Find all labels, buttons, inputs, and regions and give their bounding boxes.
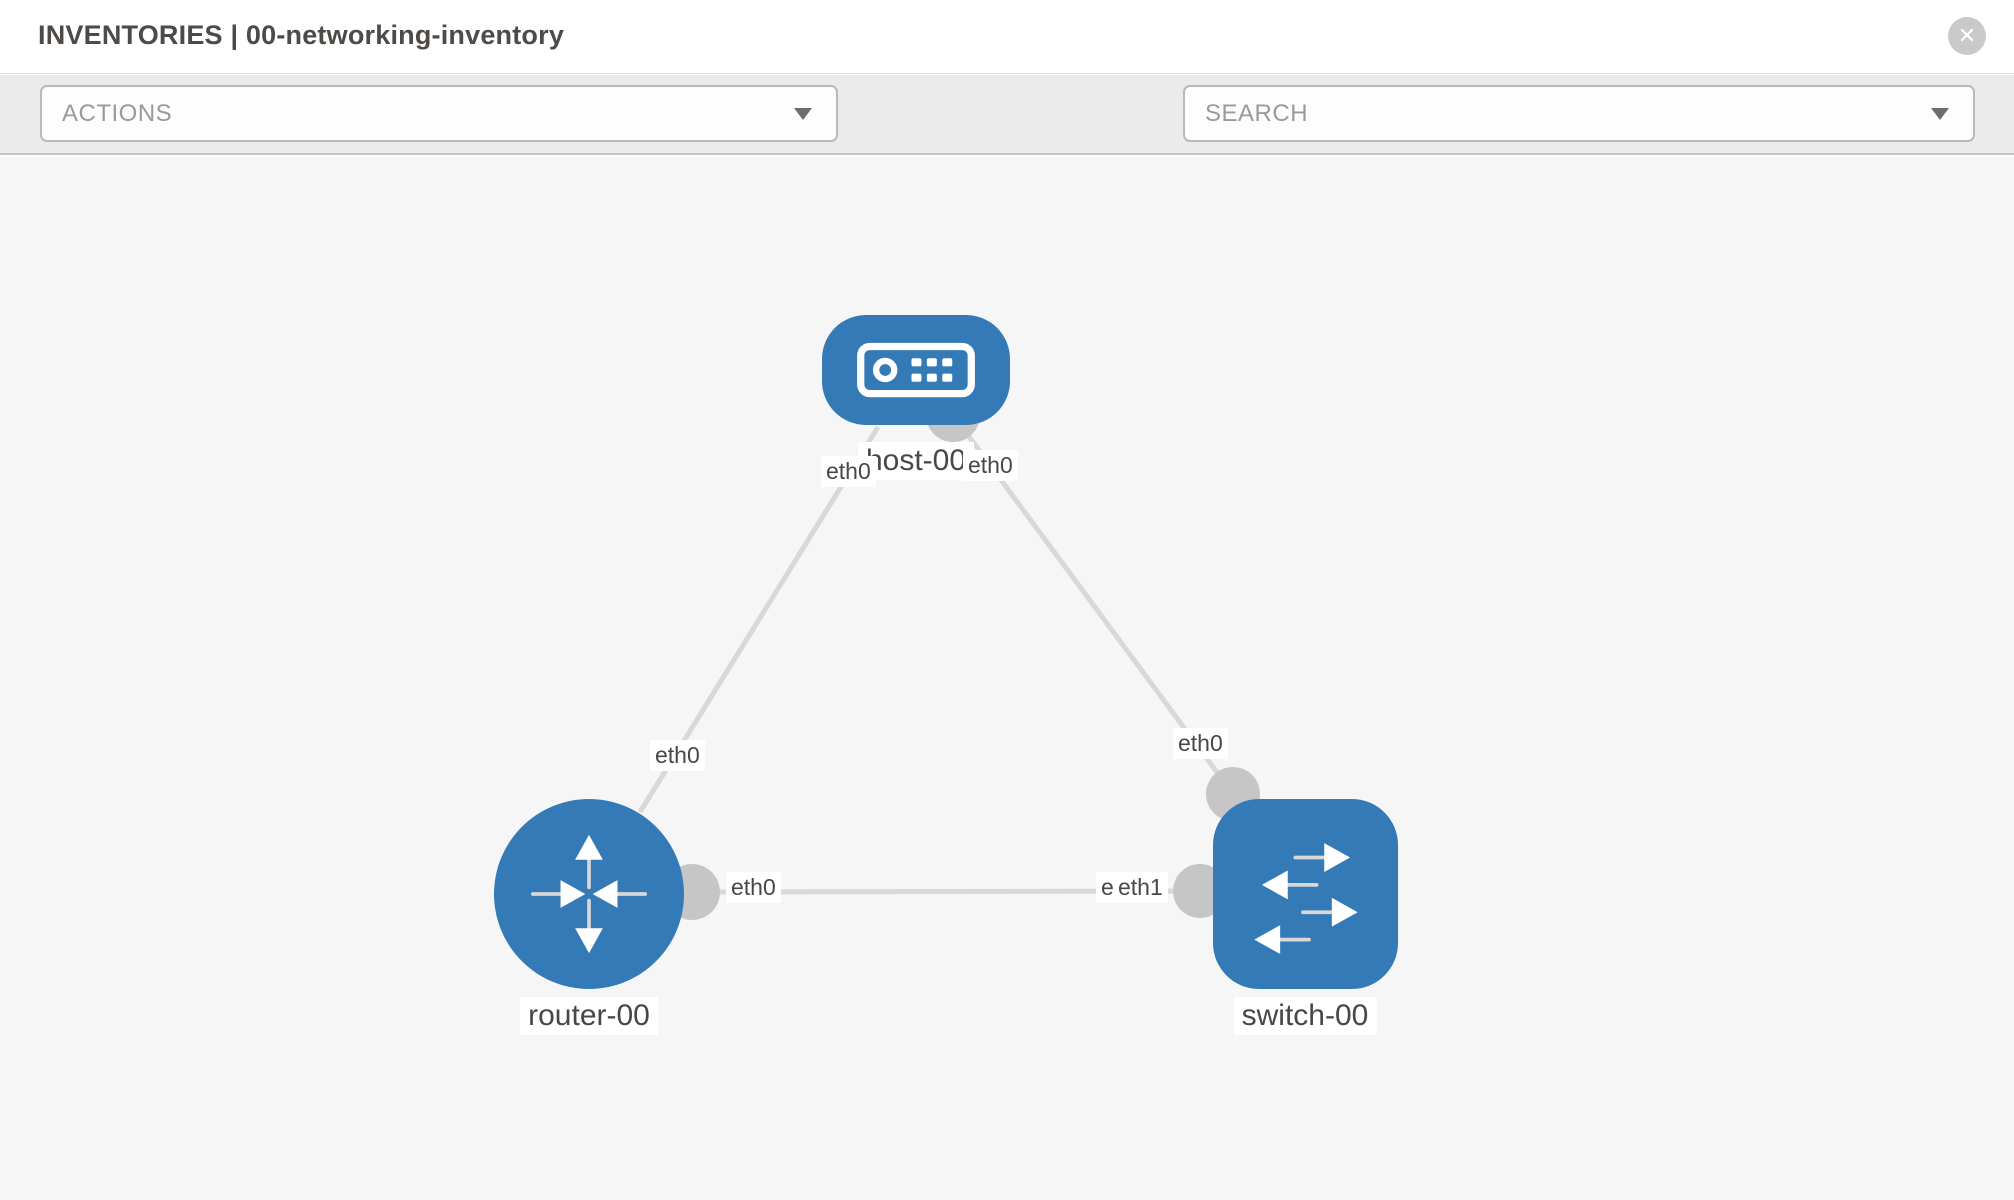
router-icon — [530, 833, 648, 955]
node-label-switch: switch-00 — [1233, 997, 1377, 1035]
switch-icon — [1251, 841, 1360, 956]
topology-links — [637, 413, 1236, 895]
node-switch[interactable] — [1213, 799, 1398, 989]
interface-label: eth0 — [726, 872, 781, 903]
search-dropdown[interactable]: SEARCH — [1183, 85, 1975, 142]
toolbar: ACTIONS SEARCH — [0, 75, 2014, 214]
actions-dropdown-label: ACTIONS — [62, 99, 173, 127]
interface-label: eth1 — [1113, 872, 1168, 903]
node-label-router: router-00 — [520, 997, 658, 1035]
interface-label: eth0 — [963, 450, 1018, 481]
actions-dropdown[interactable]: ACTIONS — [40, 85, 838, 142]
topology-canvas[interactable]: host-00 router-00 switch-00 eth0 eth0 et… — [0, 157, 2014, 1200]
search-dropdown-label: SEARCH — [1205, 99, 1309, 127]
page-title: INVENTORIES | 00-networking-inventory — [38, 20, 565, 50]
interface-label: eth0 — [1173, 728, 1228, 759]
interface-label: eth0 — [821, 456, 876, 487]
node-router[interactable] — [494, 799, 684, 989]
host-icon — [857, 342, 975, 398]
header: INVENTORIES | 00-networking-inventory ✕ — [0, 0, 2014, 74]
interface-label: eth0 — [650, 740, 705, 771]
close-icon[interactable]: ✕ — [1948, 17, 1986, 55]
node-host[interactable] — [822, 315, 1010, 425]
chevron-down-icon — [1931, 107, 1949, 120]
node-label-host: host-00 — [857, 442, 975, 480]
chevron-down-icon — [794, 107, 812, 120]
